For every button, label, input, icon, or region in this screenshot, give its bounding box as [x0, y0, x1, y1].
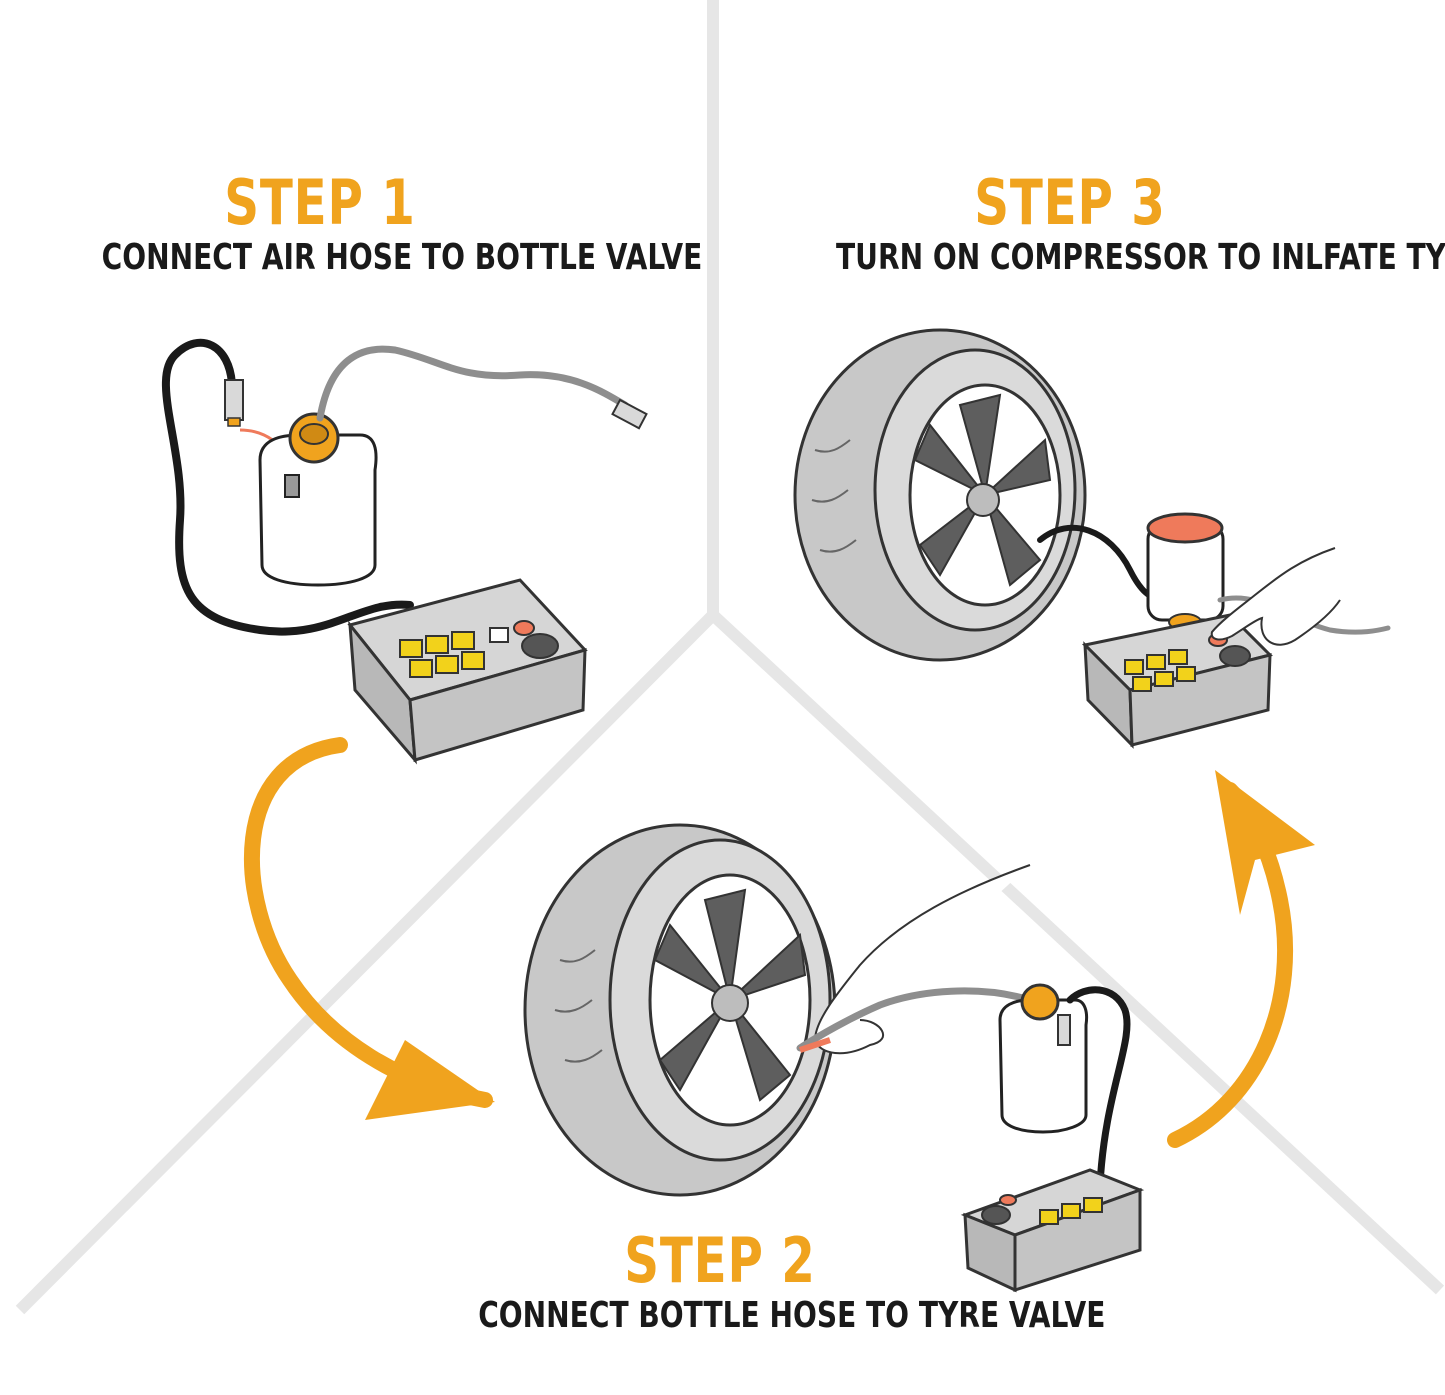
hand-3 [1210, 547, 1341, 646]
step-2-block: STEP 2 CONNECT BOTTLE HOSE TO TYRE VALVE [478, 1224, 1106, 1336]
divider-left [15, 610, 718, 1315]
step-3-description: TURN ON COMPRESSOR TO INLFATE TYRE [836, 237, 1445, 278]
air-hose-connector [224, 379, 244, 421]
step-2-description: CONNECT BOTTLE HOSE TO TYRE VALVE [478, 1295, 1106, 1336]
step-2-illustration [523, 823, 1145, 1293]
bottle-valve [284, 474, 300, 498]
step-3-illustration [793, 328, 1391, 749]
divider-right [708, 610, 1445, 1295]
step-2-title: STEP 2 [624, 1224, 816, 1297]
step-3-block: STEP 3 TURN ON COMPRESSOR TO INLFATE TYR… [836, 166, 1445, 278]
tyre-2 [523, 823, 837, 1197]
tyre-3 [793, 328, 1087, 662]
compressor-2 [960, 1168, 1145, 1293]
step-1-title: STEP 1 [224, 166, 416, 239]
step-1-illustration [161, 338, 648, 765]
curved-arrow-up-head [1215, 770, 1315, 915]
step-3-title: STEP 3 [974, 166, 1166, 239]
air-hose [161, 338, 414, 636]
compressor-3 [1081, 613, 1273, 749]
section-dividers [15, 0, 1445, 1315]
bottle-hose [316, 345, 629, 422]
air-hose-2 [1066, 986, 1131, 1189]
tyre-hose [796, 987, 1034, 1052]
compressor-1 [347, 578, 588, 765]
curved-arrow-right-head [365, 1040, 495, 1120]
hand-2 [813, 864, 1031, 1055]
step-1-block: STEP 1 CONNECT AIR HOSE TO BOTTLE VALVE [101, 166, 703, 278]
step-1-description: CONNECT AIR HOSE TO BOTTLE VALVE [101, 237, 703, 278]
